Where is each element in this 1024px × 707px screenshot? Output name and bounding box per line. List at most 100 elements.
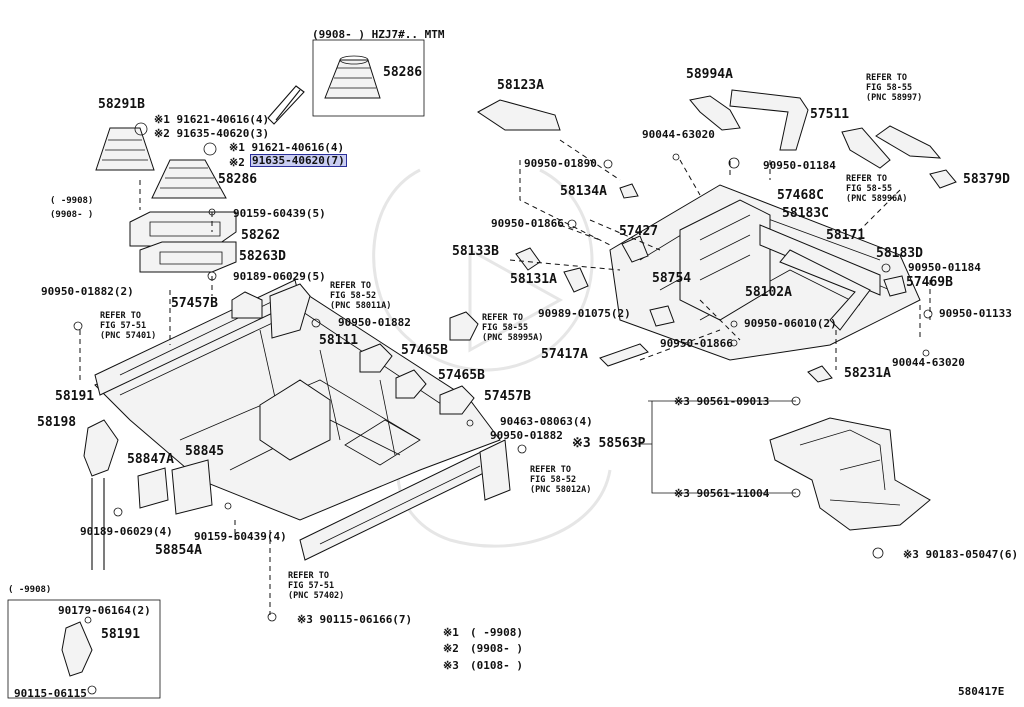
fastener-label[interactable]: 90950-01133: [939, 307, 1012, 320]
bracket-58994a-drawing: [689, 95, 741, 131]
top-note: (9908- ) HZJ7#.. MTM: [312, 28, 445, 41]
inset-box-mtm: [312, 39, 425, 117]
part-label[interactable]: 58286: [383, 65, 423, 80]
fastener-label[interactable]: 90950-01184: [908, 261, 981, 274]
pointer-arrow: [275, 89, 301, 121]
fastener-label[interactable]: 90950-01866: [660, 337, 733, 350]
part-label[interactable]: 58123A: [497, 78, 544, 93]
fastener-label[interactable]: 90950-01184: [763, 159, 836, 172]
fastener-label[interactable]: 90950-01890: [524, 157, 597, 170]
date-note: ( -9908): [8, 585, 52, 595]
part-label[interactable]: 58854A: [155, 543, 202, 558]
fastener-label[interactable]: 90044-63020: [642, 128, 715, 141]
fastener-label[interactable]: 90159-60439(5): [233, 207, 326, 220]
fastener-label[interactable]: ※3 90115-06166(7): [297, 613, 413, 626]
fastener-label[interactable]: 90463-08063(4): [500, 415, 593, 428]
fastener-label[interactable]: ※3 90561-09013: [674, 395, 770, 408]
part-label[interactable]: 58286: [218, 172, 258, 187]
boot-58286-drawing: [151, 159, 227, 199]
fastener-label[interactable]: 90179-06164(2): [58, 604, 151, 617]
bracket-58191-inset-drawing: [61, 621, 93, 677]
fastener-label[interactable]: 90115-06115: [14, 687, 87, 700]
fastener-label[interactable]: ※2 91635-40620(3): [154, 127, 270, 140]
part-label[interactable]: 58171: [826, 228, 866, 243]
fastener-label[interactable]: 90950-01882(2): [41, 285, 134, 298]
part-label[interactable]: 58191: [55, 389, 95, 404]
part-label[interactable]: 58262: [241, 228, 281, 243]
fastener-label[interactable]: 90189-06029(4): [80, 525, 173, 538]
rail-58102a-drawing: [779, 249, 871, 331]
legend-text: ( -9908): [470, 626, 523, 639]
legend-mark: ※3: [443, 659, 459, 672]
part-label[interactable]: 57417A: [541, 347, 588, 362]
fastener-label[interactable]: 90950-01882: [490, 429, 563, 442]
part-label[interactable]: 58134A: [560, 184, 607, 199]
part-label[interactable]: 58754: [652, 271, 692, 286]
fastener-label[interactable]: 90989-01075(2): [538, 307, 631, 320]
leader-lines: [79, 139, 931, 615]
plate-57417a-drawing: [599, 343, 649, 367]
part-label[interactable]: 57465B: [438, 368, 485, 383]
fastener-label[interactable]: 90950-01882: [338, 316, 411, 329]
fastener-label[interactable]: ※3 90183-05047(6): [903, 548, 1019, 561]
bracket-57465b-2-drawing: [395, 369, 427, 399]
part-label[interactable]: 57469B: [906, 275, 953, 290]
bracket-57469b-drawing: [883, 275, 907, 297]
fastener-mark: ※2: [229, 156, 245, 169]
bracket-57465b-drawing: [359, 343, 393, 373]
part-label[interactable]: 57457B: [171, 296, 218, 311]
part-label[interactable]: 58111: [319, 333, 359, 348]
clip-58134a-drawing: [619, 183, 639, 199]
bracket-57457b-2-drawing: [439, 385, 475, 415]
date-note: ( -9908): [50, 196, 94, 206]
part-label[interactable]: 58291B: [98, 97, 145, 112]
part-label[interactable]: 58183C: [782, 206, 829, 221]
bracket-58379d-drawing: [929, 169, 957, 189]
fastener-marks: [73, 153, 933, 695]
shift-boot-58286-drawing: [324, 55, 381, 99]
part-label[interactable]: 57427: [619, 224, 659, 239]
fastener-label[interactable]: 90189-06029(5): [233, 270, 326, 283]
part-label[interactable]: 57457B: [484, 389, 531, 404]
part-label[interactable]: 57511: [810, 107, 850, 122]
part-label[interactable]: 58133B: [452, 244, 499, 259]
part-label[interactable]: 58183D: [876, 246, 923, 261]
inset-box-9908: [7, 599, 161, 699]
bracket-58012a-drawing: [479, 439, 511, 501]
part-label[interactable]: 58131A: [510, 272, 557, 287]
fastener-label[interactable]: 90950-01866: [491, 217, 564, 230]
date-note: (9908- ): [50, 210, 94, 220]
part-label[interactable]: 57465B: [401, 343, 448, 358]
part-label[interactable]: 58994A: [686, 67, 733, 82]
part-label[interactable]: 57468C: [777, 188, 824, 203]
fastener-label[interactable]: 90950-06010(2): [744, 317, 837, 330]
fastener-label[interactable]: ※3 90561-11004: [674, 487, 770, 500]
part-label[interactable]: ※3 58563P: [572, 436, 646, 451]
fastener-label[interactable]: 90044-63020: [892, 356, 965, 369]
pad-58845-drawing: [171, 459, 213, 515]
part-label[interactable]: 58102A: [745, 285, 792, 300]
part-label[interactable]: 58845: [185, 444, 225, 459]
part-label[interactable]: 58847A: [127, 452, 174, 467]
highlighted-fastener-label[interactable]: 91635-40620(7): [250, 154, 347, 167]
fastener-label[interactable]: 90159-60439(4): [194, 530, 287, 543]
fastener-label[interactable]: ※1 91621-40616(4): [229, 141, 345, 154]
clip-58131a-drawing: [563, 267, 589, 293]
part-label[interactable]: 58191: [101, 627, 141, 642]
part-label[interactable]: 58198: [37, 415, 77, 430]
legend-mark: ※2: [443, 642, 459, 655]
pointer-up-arrow: [91, 478, 105, 570]
fastener-label[interactable]: ※1 91621-40616(4): [154, 113, 270, 126]
legend-mark: ※1: [443, 626, 459, 639]
part-label[interactable]: 58263D: [239, 249, 286, 264]
part-label[interactable]: 58231A: [844, 366, 891, 381]
clip-b-icon: [203, 142, 217, 156]
part-label[interactable]: 58379D: [963, 172, 1010, 187]
